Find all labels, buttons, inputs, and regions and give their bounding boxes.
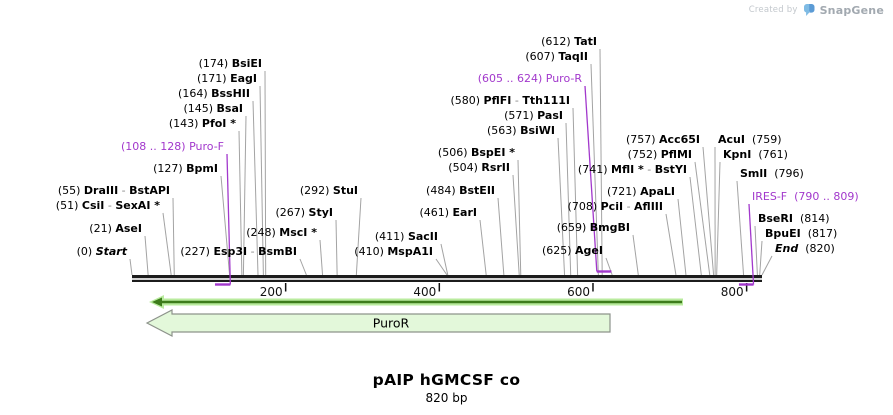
site-leader-PciI [665,213,677,276]
site-label-Acc65I: (757) Acc65I [626,133,700,146]
site-leader-StyI [335,219,338,276]
snapgene-logo-icon [803,4,815,16]
site-label-EagI: (171) EagI [197,72,257,85]
site-leader-MflI [689,176,702,276]
site-label-AgeI: (625) AgeI [542,244,603,257]
brand-text: SnapGene [819,3,884,17]
site-label-SacII: (411) SacII [375,230,438,243]
title-block: pAIP hGMCSF co 820 bp [0,371,893,405]
site-label-PciI: (708) PciI - AflIII [568,200,663,213]
site-leader-PfoI [238,130,243,276]
site-label-BspEI: (506) BspEI * [438,146,515,159]
site-leader-PflMI [694,161,711,276]
site-label-MscI: (248) MscI * [246,226,317,239]
primer-label-Puro-R: (605 .. 624) Puro-R [478,72,583,85]
site-label-TatI: (612) TatI [541,35,597,48]
thin-arrow-core-head [152,297,162,307]
plasmid-length: 820 bp [425,391,468,405]
site-label-KpnI: KpnI (761) [723,148,788,161]
site-leader-BpmI [220,175,231,276]
site-leader-EagI [259,85,264,276]
ruler-label-800: 800 [721,285,744,299]
site-label-BsiEI: (174) BsiEI [199,57,262,70]
site-label-DraIII: (55) DraIII - BstAPI [58,184,170,197]
site-leader-BmgBI [632,234,639,276]
site-label-BpmI: (127) BpmI [153,162,218,175]
site-leader-RsrII [512,174,520,276]
site-leader-CsiI [162,212,172,276]
site-label-PasI: (571) PasI [504,109,563,122]
site-leader-BseRI [754,225,758,276]
site-label-PflFI: (580) PflFI - Tth111I [450,94,570,107]
site-leader-BspEI [517,159,522,276]
site-label-Start: (0) Start [77,245,128,258]
primer-leader-Puro-F [226,153,231,285]
site-label-Esp3I: (227) Esp3I - BsmBI [180,245,297,258]
primer-leader-IRES-F [748,203,755,285]
puror-feature-label: PuroR [373,316,410,331]
snapgene-watermark: Created by SnapGene [749,3,884,17]
site-leader-End [761,255,773,276]
site-leader-PasI [565,122,572,276]
backbone-top-strand [132,275,762,279]
site-leader-BstEII [497,197,505,276]
primer-label-Puro-F: (108 .. 128) Puro-F [121,140,224,153]
site-label-AseI: (21) AseI [89,222,142,235]
plasmid-title: pAIP hGMCSF co [372,371,521,389]
site-label-BsiWI: (563) BsiWI [487,124,555,137]
ruler-label-600: 600 [567,285,590,299]
primer-leader-Puro-R [584,85,598,272]
site-leader-BsaI [242,115,247,276]
site-leader-BssHII [252,100,259,276]
site-leader-BsiWI [557,137,566,276]
site-label-TaqII: (607) TaqII [525,50,588,63]
site-label-BpuEI: BpuEI (817) [765,227,837,240]
ruler-label-400: 400 [413,285,436,299]
site-leader-PflFI [572,107,579,276]
site-leader-BsiEI [264,70,267,276]
site-leader-ApaLI [677,198,687,276]
site-label-CsiI: (51) CsiI - SexAI * [56,199,160,212]
site-leader-AseI [144,235,149,276]
site-leader-Acc65I [702,146,715,276]
site-label-StuI: (292) StuI [300,184,358,197]
site-label-PfoI: (143) PfoI * [169,117,236,130]
site-label-RsrII: (504) RsrII [448,161,510,174]
site-label-MspA1I: (410) MspA1I [354,245,433,258]
site-leader-Start [129,258,133,276]
site-label-BseRI: BseRI (814) [758,212,830,225]
site-leader-TaqII [590,63,599,276]
site-leader-SacII [440,243,449,276]
site-label-AcuI: AcuI (759) [718,133,782,146]
site-label-BssHII: (164) BssHII [178,87,250,100]
site-leader-SmlI [736,180,745,276]
site-label-StyI: (267) StyI [275,206,333,219]
backbone-bottom-strand [132,279,762,282]
site-label-PflMI: (752) PflMI [628,148,692,161]
site-leader-TatI [599,48,603,276]
site-label-BsaI: (145) BsaI [183,102,243,115]
site-label-ApaLI: (721) ApaLI [607,185,675,198]
site-leader-StuI [355,197,362,276]
site-leader-DraIII [172,197,175,276]
site-leader-EarI [479,219,487,276]
site-label-BstEII: (484) BstEII [426,184,495,197]
primer-label-IRES-F: IRES-F (790 .. 809) [752,190,859,203]
site-label-MflI: (741) MflI * - BstYI [578,163,687,176]
site-leader-KpnI [716,161,721,276]
site-leader-MscI [319,239,324,276]
site-label-BmgBI: (659) BmgBI [557,221,630,234]
site-leader-Esp3I [299,258,307,276]
site-label-End: End (820) [775,242,835,255]
created-by-text: Created by [748,5,798,15]
ruler-label-200: 200 [260,285,283,299]
site-label-EarI: (461) EarI [419,206,477,219]
site-leader-BpuEI [759,240,763,276]
puror-feature-arrow [145,309,611,337]
site-leader-MspA1I [435,258,448,276]
site-label-SmlI: SmlI (796) [740,167,804,180]
